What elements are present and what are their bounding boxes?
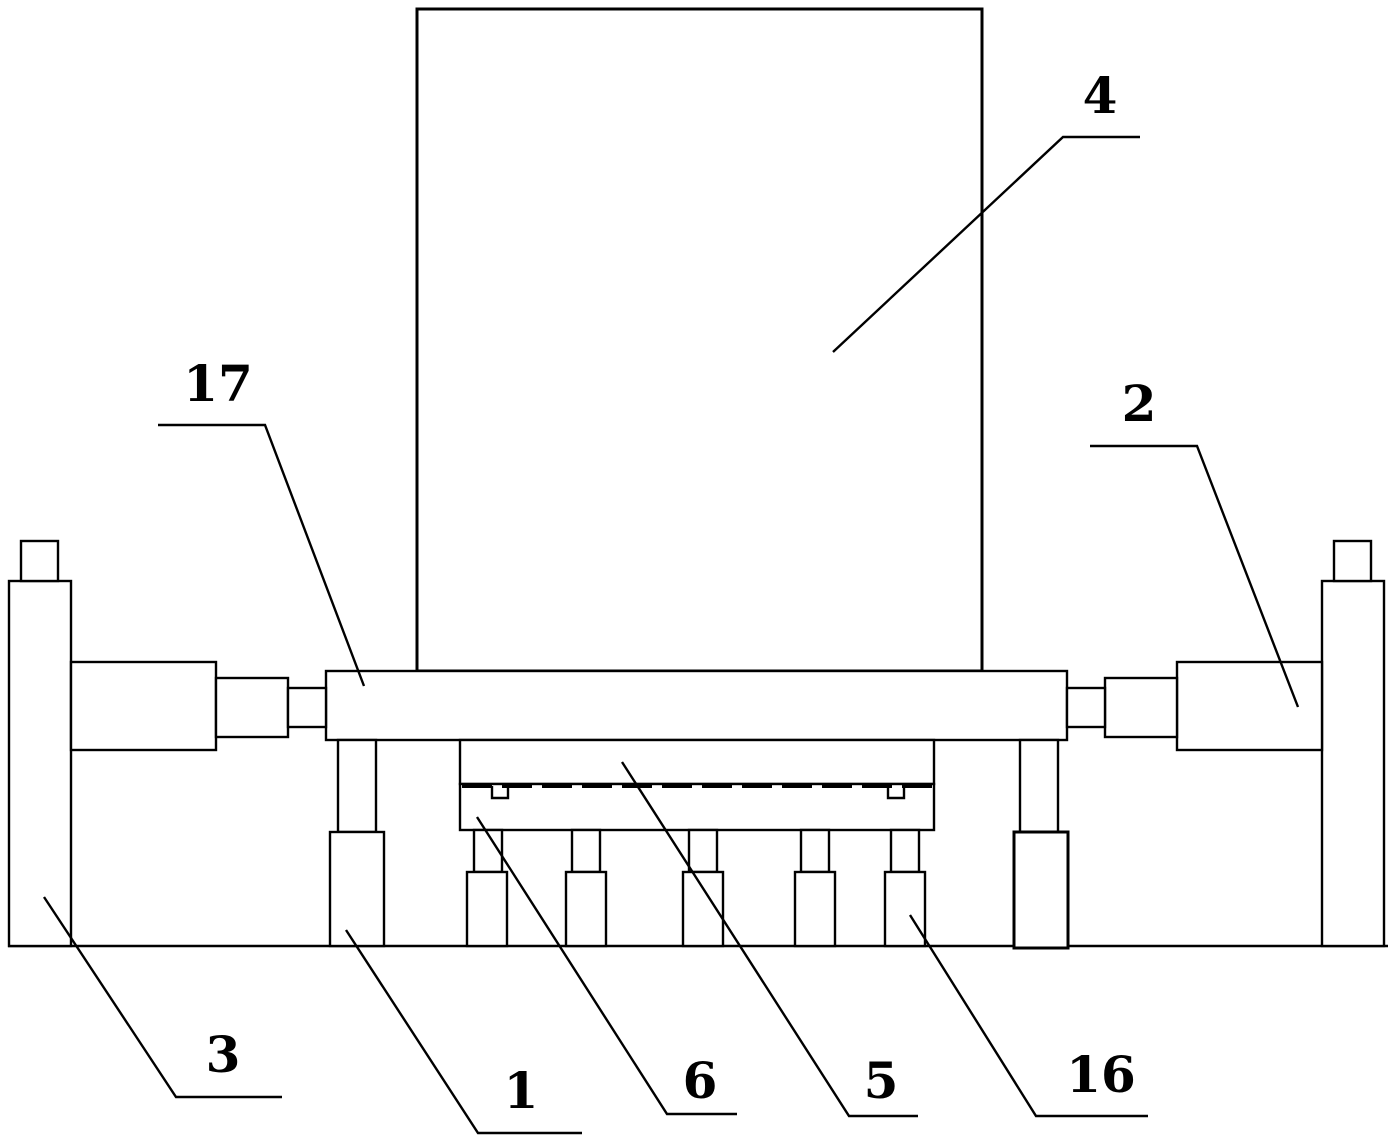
small-cylinder-rod [689,830,717,872]
left-column-cap [21,541,58,581]
right-cylinder-tip [1067,688,1105,727]
leader-1 [346,930,582,1133]
label-5: 5 [864,1051,899,1110]
upper-mold [460,740,934,784]
left-cylinder-tip [288,688,326,727]
small-cylinder-body [467,872,507,946]
label-4: 4 [1083,66,1118,125]
left-column [9,581,71,946]
left-cylinder-body [71,662,216,750]
small-cylinder-rod [801,830,829,872]
right-cylinder-rod [1105,678,1177,737]
label-17: 17 [183,354,253,413]
left-cylinder-rod [216,678,288,737]
leader-17 [158,425,364,686]
right-cylinder-body [1177,662,1322,750]
crossbeam [326,671,1067,740]
small-cylinder-rod [891,830,919,872]
small-cylinder-1 [467,830,507,946]
small-cylinder-body [885,872,925,946]
label-1: 1 [504,1061,539,1120]
label-3: 3 [206,1025,241,1084]
label-6: 6 [683,1051,718,1110]
right-column [1322,581,1384,946]
right-post-base [1014,832,1068,948]
small-cylinder-rod [572,830,600,872]
label-16: 16 [1066,1045,1136,1104]
label-2: 2 [1122,374,1157,433]
right-column-cap [1334,541,1371,581]
small-cylinder-body [795,872,835,946]
left-post-rod [338,740,376,832]
right-post-rod [1020,740,1058,832]
small-cylinder-body [566,872,606,946]
small-cylinder-4 [795,830,835,946]
lower-mold [460,784,934,830]
leader-3 [44,897,282,1097]
left-post-base [330,832,384,946]
small-cylinder-2 [566,830,606,946]
main-block [417,9,982,671]
